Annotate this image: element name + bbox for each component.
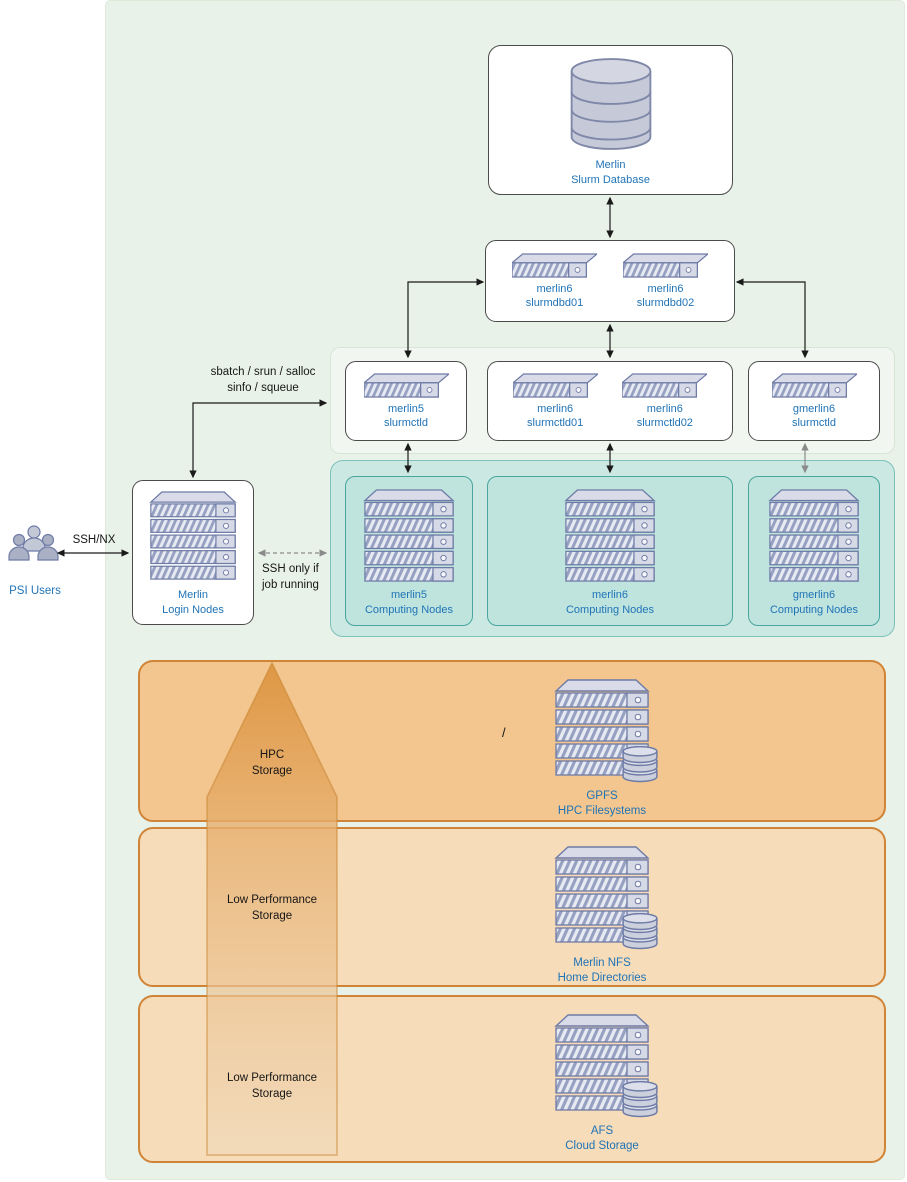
server-tower-icon (150, 491, 236, 580)
node-slurmdbd02: merlin6 slurmdbd02 (623, 252, 708, 311)
ssh-nx-label: SSH/NX (72, 534, 116, 546)
database-icon (570, 58, 651, 150)
label-line: SSH only if (262, 563, 319, 575)
server-1u-icon (512, 373, 598, 398)
server-1u-icon (363, 373, 449, 398)
slurm-database-box: Merlin Slurm Database (488, 45, 733, 195)
label-line: sinfo / squeue (227, 381, 299, 394)
label-line: Low Performance (226, 894, 318, 906)
ssh-only-label: SSH only if job running (262, 562, 352, 593)
submit-commands-label: sbatch / srun / salloc sinfo / squeue (198, 365, 328, 396)
disk-stack-icon (621, 1081, 659, 1119)
label-line: GPFS (586, 790, 618, 802)
tier3-label: Low Performance Storage (202, 1071, 342, 1102)
label-line: Computing Nodes (565, 603, 655, 616)
slurmdbd02-label: merlin6 slurmdbd02 (637, 282, 694, 311)
computing-merlin5-box: merlin5 Computing Nodes (345, 476, 473, 626)
label-line: Storage (251, 909, 293, 922)
server-tower-icon (364, 489, 454, 582)
node-merlin6-slurmctld02: merlin6 slurmctld02 (622, 372, 708, 431)
label-line: merlin5 (387, 402, 425, 415)
label-line: Login Nodes (162, 603, 224, 616)
label-line: merlin6 (647, 282, 684, 295)
label-line: merlin6 (537, 402, 574, 415)
label-line: gmerlin6 (792, 589, 836, 602)
computing-merlin6-label: merlin6 Computing Nodes (566, 588, 654, 617)
storage-tier1-box (138, 660, 886, 822)
label-line: job running (262, 578, 319, 591)
slurmctld-gmerlin6-box: gmerlin6 slurmctld (748, 361, 880, 441)
label-line: Merlin NFS (573, 957, 631, 969)
database-label: Merlin Slurm Database (571, 158, 650, 187)
login-nodes-label: Merlin Login Nodes (162, 588, 224, 617)
server-1u-icon (622, 373, 708, 398)
tier1-label: HPC Storage (212, 748, 332, 779)
node-gmerlin6-slurmctld: gmerlin6 slurmctld (771, 372, 857, 431)
label-line: Cloud Storage (565, 1139, 639, 1152)
afs-label: AFS Cloud Storage (565, 1124, 639, 1154)
slurmdbd-box: merlin6 slurmdbd01 merlin6 slurmdbd02 (485, 240, 735, 322)
psi-users-label: PSI Users (9, 585, 61, 597)
label-line: slurmctld02 (636, 417, 693, 429)
slurmctld-merlin5-box: merlin5 slurmctld (345, 361, 467, 441)
server-1u-icon (623, 253, 708, 278)
label-line: AFS (590, 1125, 614, 1137)
label-line: sbatch / srun / salloc (210, 366, 316, 378)
label-line: slurmctld (791, 417, 836, 429)
server-tower-icon (769, 489, 859, 582)
merlin6-slurmctld02-label: merlin6 slurmctld02 (637, 402, 693, 431)
gmerlin6-slurmctld-label: gmerlin6 slurmctld (792, 402, 836, 431)
server-1u-icon (771, 373, 857, 398)
label-line: HPC (259, 749, 285, 761)
nfs-label: Merlin NFS Home Directories (558, 956, 647, 986)
merlin5-slurmctld-label: merlin5 slurmctld (384, 402, 428, 431)
label-line: gmerlin6 (792, 402, 836, 415)
node-merlin6-slurmctld01: merlin6 slurmctld01 (512, 372, 598, 431)
label-line: merlin6 (646, 402, 683, 415)
label-line: HPC Filesystems (557, 804, 647, 817)
computing-gmerlin6-label: gmerlin6 Computing Nodes (770, 588, 858, 617)
label-line: merlin6 (591, 589, 629, 602)
label-line: merlin5 (390, 589, 428, 602)
label-line: Home Directories (557, 971, 647, 984)
label-line: merlin6 (536, 282, 573, 295)
label-line: slurmctld01 (527, 417, 584, 429)
label-line: Computing Nodes (769, 603, 859, 616)
slurmdbd01-label: merlin6 slurmdbd01 (526, 282, 583, 311)
tier2-label: Low Performance Storage (202, 893, 342, 924)
label-line: Computing Nodes (364, 603, 454, 616)
login-nodes-box: Merlin Login Nodes (132, 480, 254, 625)
label-line: Merlin (178, 589, 208, 602)
computing-merlin5-label: merlin5 Computing Nodes (365, 588, 453, 617)
gpfs-storage-group: GPFS HPC Filesystems (527, 678, 677, 819)
node-slurmdbd01: merlin6 slurmdbd01 (512, 252, 597, 311)
root-mount-label: / (502, 725, 506, 740)
disk-stack-icon (621, 913, 659, 951)
psi-users-group (8, 524, 60, 564)
database-label-line2: Slurm Database (571, 173, 650, 186)
label-line: Storage (251, 764, 293, 777)
server-1u-icon (512, 253, 597, 278)
label-line: slurmdbd02 (636, 297, 695, 309)
disk-stack-icon (621, 746, 659, 784)
computing-merlin6-box: merlin6 Computing Nodes (487, 476, 733, 626)
database-label-line1: Merlin (595, 159, 626, 172)
server-tower-icon (565, 489, 655, 582)
storage-server-icon (554, 845, 650, 945)
label-line: slurmctld (383, 417, 428, 429)
afs-storage-group: AFS Cloud Storage (527, 1013, 677, 1154)
computing-gmerlin6-box: gmerlin6 Computing Nodes (748, 476, 880, 626)
merlin6-slurmctld01-label: merlin6 slurmctld01 (527, 402, 583, 431)
storage-server-icon (554, 1013, 650, 1113)
storage-server-icon (554, 678, 650, 778)
gpfs-label: GPFS HPC Filesystems (558, 789, 646, 819)
label-line: Low Performance (226, 1072, 318, 1084)
slurmctld-merlin6-box: merlin6 slurmctld01 merlin6 slurmctld02 (487, 361, 733, 441)
label-line: slurmdbd01 (525, 297, 584, 309)
nfs-storage-group: Merlin NFS Home Directories (527, 845, 677, 986)
label-line: Storage (251, 1087, 293, 1100)
users-icon (8, 525, 59, 561)
node-merlin5-slurmctld: merlin5 slurmctld (363, 372, 449, 431)
